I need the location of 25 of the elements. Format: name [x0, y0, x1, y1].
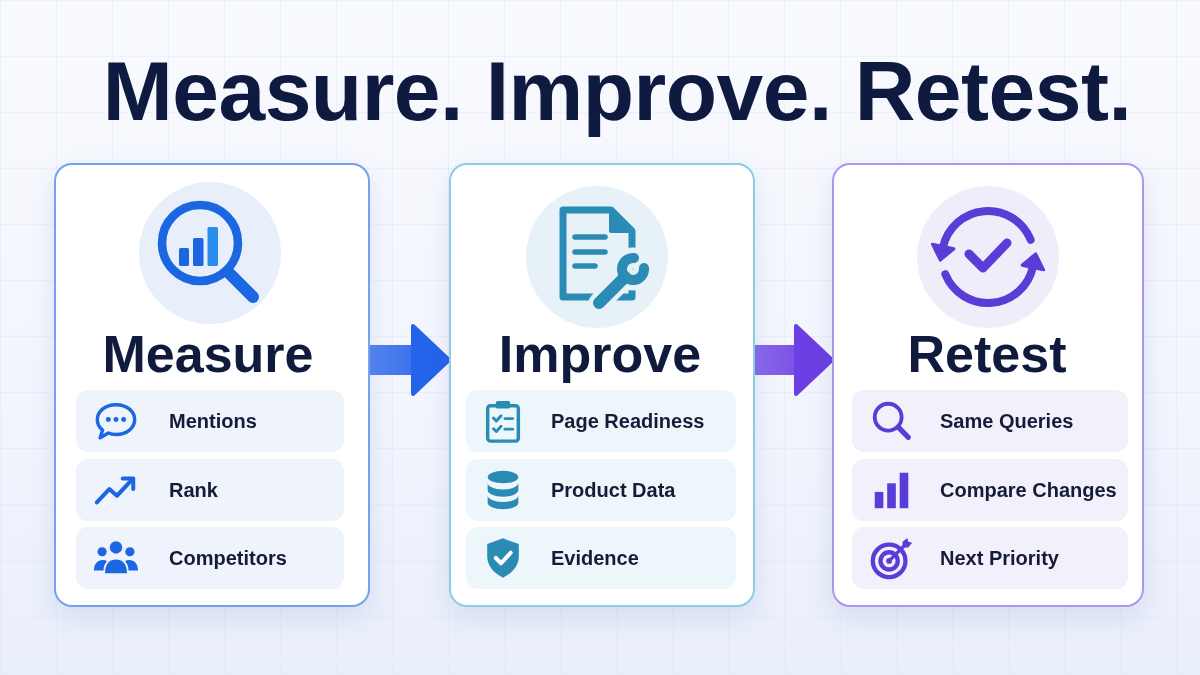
step-card	[832, 163, 1144, 607]
step-heading: Measure	[102, 328, 314, 380]
item-label: Competitors	[169, 546, 287, 570]
item-label: Product Data	[551, 478, 676, 502]
arrow	[370, 324, 451, 396]
item-label: Mentions	[169, 409, 257, 433]
list-item	[466, 390, 736, 452]
step-card	[54, 163, 370, 607]
item-label: Same Queries	[940, 409, 1074, 433]
list-item	[852, 527, 1128, 589]
item-label: Rank	[169, 478, 218, 502]
list-item	[76, 390, 344, 452]
list-item	[466, 459, 736, 521]
item-label: Compare Changes	[940, 478, 1117, 502]
list-item	[852, 459, 1128, 521]
item-label: Evidence	[551, 546, 639, 570]
step-card	[449, 163, 755, 607]
step-heading: Retest	[907, 328, 1067, 380]
list-item	[76, 459, 344, 521]
item-label: Next Priority	[940, 546, 1059, 570]
list-item	[466, 527, 736, 589]
list-item	[852, 390, 1128, 452]
arrow	[755, 324, 834, 396]
list-item	[76, 527, 344, 589]
item-label: Page Readiness	[551, 409, 705, 433]
